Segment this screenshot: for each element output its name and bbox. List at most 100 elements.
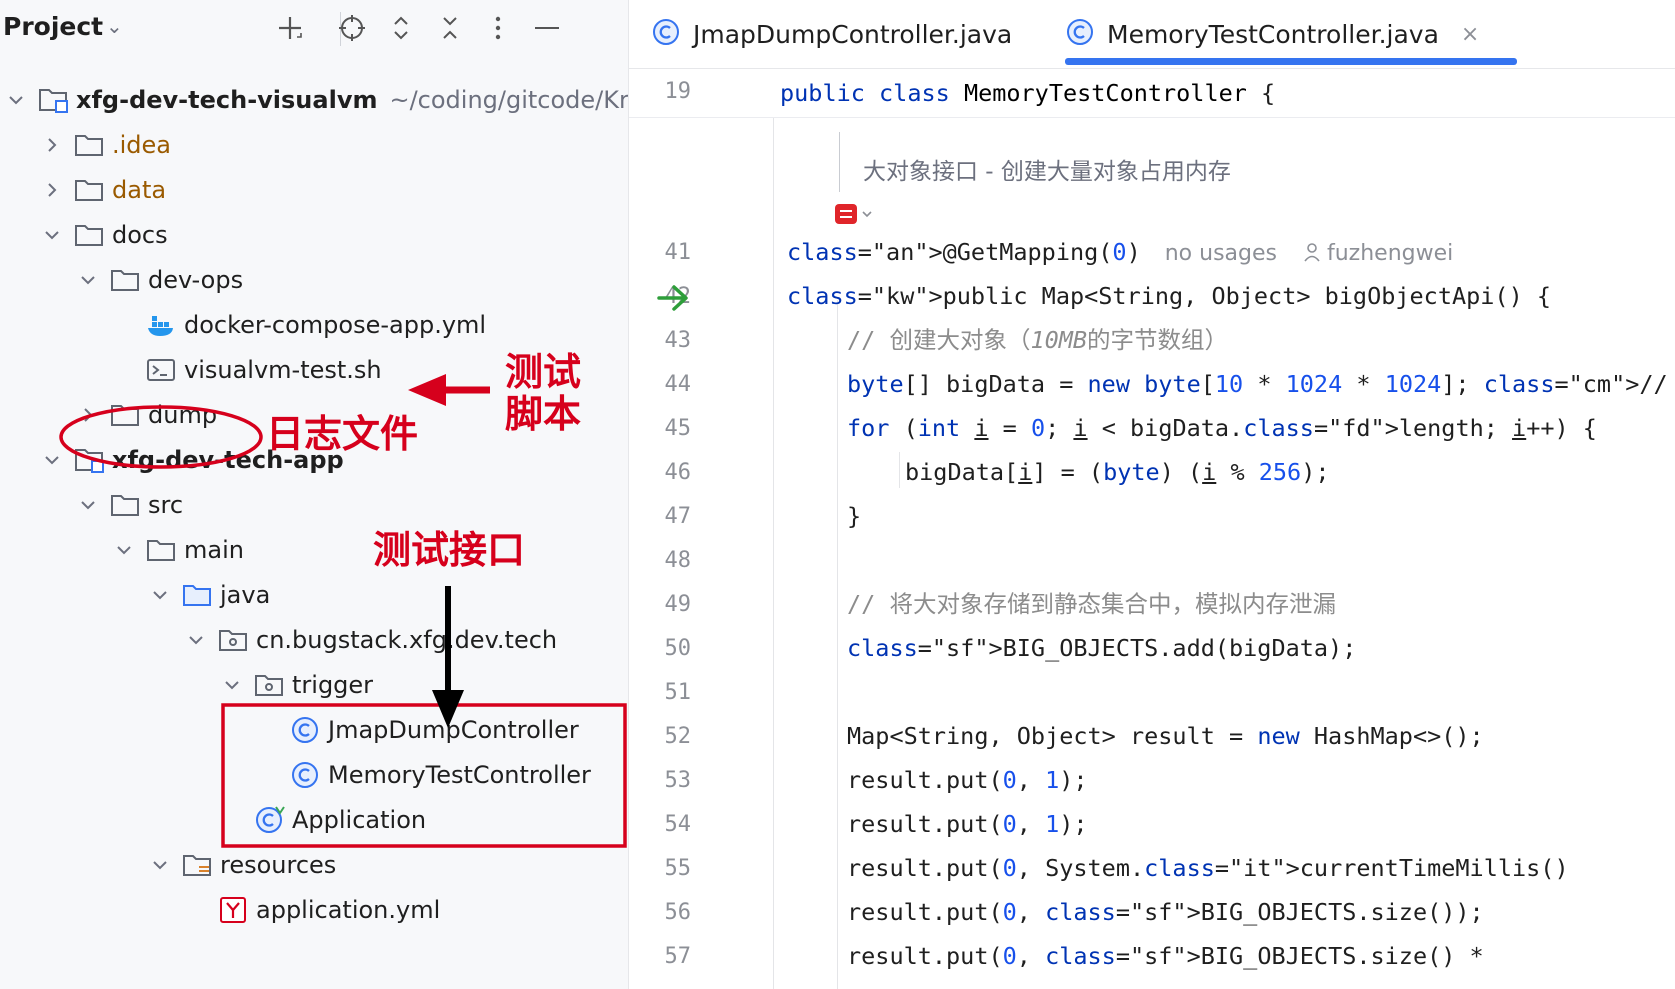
code-line[interactable]: class="kw">public Map<String, Object> bi… [787, 282, 1552, 310]
tree-node-label: main [184, 536, 244, 564]
tree-node-src[interactable]: src [76, 482, 183, 528]
code-line[interactable]: byte[] bigData = new byte[10 * 1024 * 10… [847, 370, 1675, 398]
code-line[interactable]: // 将大对象存储到静态集合中，模拟内存泄漏 [847, 590, 1336, 618]
tree-node-label: java [220, 581, 271, 609]
tab-label: MemoryTestController.java [1107, 19, 1439, 49]
line-number: 57 [664, 944, 692, 969]
tree-node-trigger[interactable]: trigger [220, 662, 373, 708]
tree-node-xfg-dev-tech-visualvm[interactable]: xfg-dev-tech-visualvm~/coding/gitcode/Kr [4, 77, 628, 123]
code-line[interactable]: class="sf">BIG_OBJECTS.add(bigData); [847, 634, 1357, 662]
sticky-code: public class MemoryTestController { [780, 79, 1276, 107]
chevron-down-icon[interactable] [148, 583, 172, 607]
tree-node-label: Application [292, 806, 427, 834]
tree-node-dev-ops[interactable]: dev-ops [76, 257, 243, 303]
usages-inlay-hint[interactable]: no usages [1164, 241, 1277, 266]
project-header: Project ⌄ [0, 0, 628, 58]
tree-node-dump[interactable]: dump [76, 392, 217, 438]
tree-node-docs[interactable]: docs [40, 212, 168, 258]
tree-node-main[interactable]: main [112, 527, 244, 573]
shell-script-icon [146, 355, 180, 385]
class-icon [290, 760, 324, 790]
chevron-down-icon[interactable] [76, 268, 100, 292]
chevron-down-icon[interactable] [76, 493, 100, 517]
tree-spacer [184, 898, 208, 922]
folder-icon [110, 265, 144, 295]
sticky-scroll-line[interactable]: 19 public class MemoryTestController { [629, 69, 1675, 118]
more-options-icon[interactable] [478, 8, 518, 48]
tree-node-label: JmapDumpController [328, 716, 579, 744]
plus-icon[interactable] [270, 8, 310, 48]
chevron-right-icon[interactable] [76, 403, 100, 427]
rendered-doc-comment: 大对象接口 - 创建大量对象占用内存 [863, 159, 1231, 185]
line-number: 55 [664, 856, 692, 881]
code-line[interactable]: for (int i = 0; i < bigData.class="fd">l… [847, 414, 1597, 442]
tree-node-resources[interactable]: resources [148, 842, 336, 888]
tab-memorytestcontroller[interactable]: MemoryTestController.java × [1065, 0, 1517, 68]
line-number: 44 [664, 372, 692, 397]
code-line[interactable]: Map<String, Object> result = new HashMap… [847, 722, 1484, 750]
collapse-all-icon[interactable] [430, 8, 470, 48]
code-editor[interactable]: JmapDumpController.java MemoryTestContro… [628, 0, 1675, 989]
line-number: 51 [664, 680, 692, 705]
package-icon [254, 670, 288, 700]
code-line[interactable]: bigData[i] = (byte) (i % 256); [905, 458, 1330, 486]
chevron-down-icon[interactable] [40, 448, 64, 472]
run-gutter-arrow-icon[interactable] [655, 282, 691, 318]
chevron-right-icon[interactable] [40, 133, 64, 157]
line-number: 48 [664, 548, 692, 573]
indent-guide [773, 118, 774, 989]
line-number: 46 [664, 460, 692, 485]
code-line[interactable]: result.put(0, class="sf">BIG_OBJECTS.siz… [847, 942, 1484, 970]
tree-node-idea[interactable]: .idea [40, 122, 171, 168]
chevron-down-icon[interactable] [112, 538, 136, 562]
folder-icon [74, 130, 108, 160]
tree-node-application-yml[interactable]: application.yml [184, 887, 440, 933]
tree-node-data[interactable]: data [40, 167, 166, 213]
tab-jmapdumpcontroller[interactable]: JmapDumpController.java [651, 0, 1012, 68]
minimize-icon[interactable] [527, 8, 567, 48]
docker-icon [146, 310, 180, 340]
chevron-down-icon[interactable] [184, 628, 208, 652]
tree-node-memorytestcontroller[interactable]: MemoryTestController [256, 752, 591, 798]
chevron-down-icon[interactable]: ⌄ [106, 14, 123, 38]
feishu-plugin-icon[interactable] [834, 203, 876, 229]
tree-node-visualvm-test-sh[interactable]: visualvm-test.sh [112, 347, 382, 393]
line-number: 43 [664, 328, 692, 353]
chevron-down-icon[interactable] [4, 88, 28, 112]
tree-node-jmapdumpcontroller[interactable]: JmapDumpController [256, 707, 579, 753]
line-number: 49 [664, 592, 692, 617]
line-number: 45 [664, 416, 692, 441]
project-title[interactable]: Project [3, 12, 104, 41]
tree-spacer [112, 358, 136, 382]
code-line[interactable]: result.put(0, 1); [847, 766, 1088, 794]
author-inlay-hint[interactable]: fuzhengwei [1303, 241, 1453, 266]
tree-spacer [256, 718, 280, 742]
folder-icon [146, 535, 180, 565]
tree-node-docker-compose-app-yml[interactable]: docker-compose-app.yml [112, 302, 486, 348]
chevron-right-icon[interactable] [40, 178, 64, 202]
tree-node-label: cn.bugstack.xfg.dev.tech [256, 626, 558, 654]
chevron-down-icon[interactable] [220, 673, 244, 697]
code-line[interactable]: } [847, 502, 862, 530]
tab-label: JmapDumpController.java [693, 19, 1013, 49]
code-line[interactable]: // 创建大对象（10MB的字节数组） [847, 326, 1229, 354]
chevron-down-icon[interactable] [40, 223, 64, 247]
class-icon [290, 715, 324, 745]
chevron-down-icon[interactable] [148, 853, 172, 877]
tree-node-application[interactable]: Application [220, 797, 426, 843]
line-number: 47 [664, 504, 692, 529]
tree-node-java[interactable]: java [148, 572, 270, 618]
tree-node-label: trigger [292, 671, 374, 699]
module-icon [74, 445, 108, 475]
tree-node-label: docker-compose-app.yml [184, 311, 487, 339]
code-line[interactable]: result.put(0, 1); [847, 810, 1088, 838]
tree-node-cn-bugstack-xfg-dev-tech[interactable]: cn.bugstack.xfg.dev.tech [184, 617, 557, 663]
close-icon[interactable]: × [1460, 21, 1480, 47]
expand-all-icon[interactable] [381, 8, 421, 48]
folder-icon [110, 490, 144, 520]
locate-icon[interactable] [332, 8, 372, 48]
code-line[interactable]: result.put(0, class="sf">BIG_OBJECTS.siz… [847, 898, 1484, 926]
folder-icon [74, 220, 108, 250]
code-line[interactable]: result.put(0, System.class="it">currentT… [847, 854, 1569, 882]
